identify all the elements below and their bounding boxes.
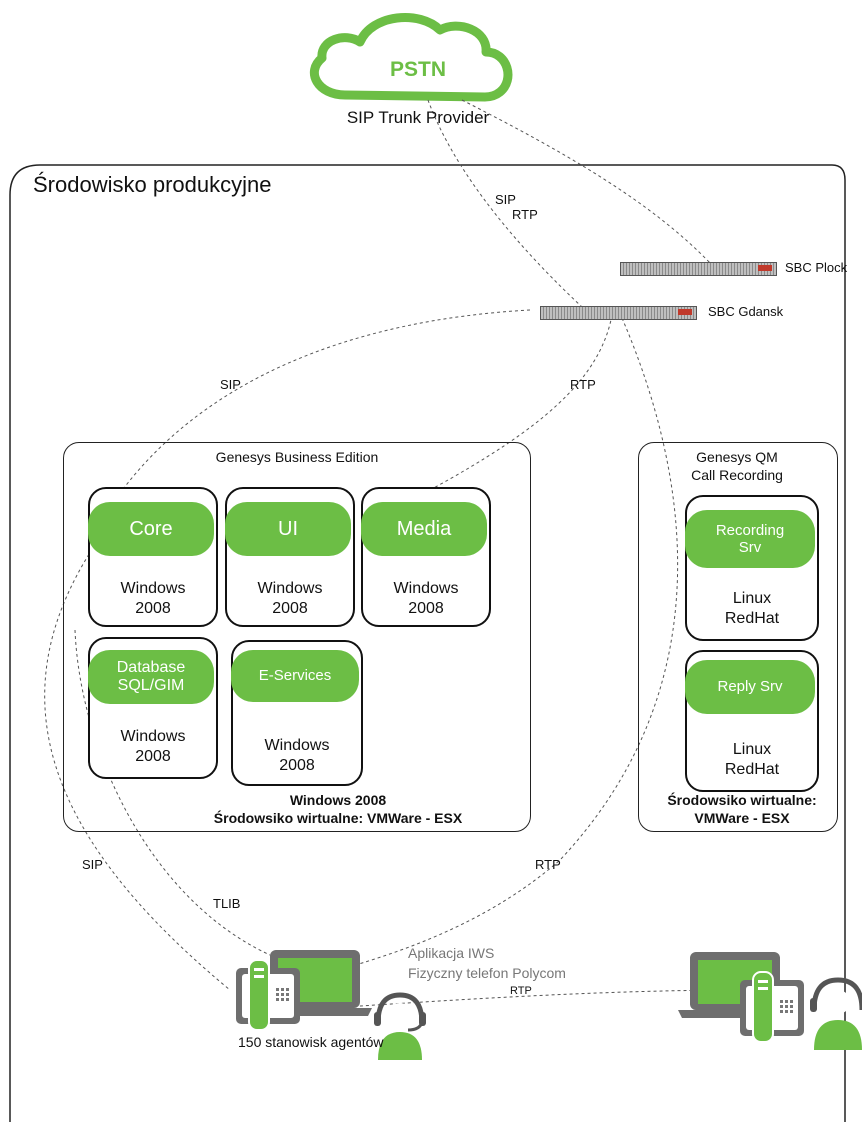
genesys-be-footer: Środowsiko wirtualne: VMWare - ESX xyxy=(213,810,463,826)
agent-headset-icon-2 xyxy=(810,977,862,1050)
genesys-qm-footer: Środowsiko wirtualne: xyxy=(667,792,817,808)
sbc-plock-device xyxy=(620,262,777,276)
link-rtp-agents xyxy=(299,989,746,1011)
link-pstn-plock xyxy=(461,99,713,266)
link-label-sip: SIP xyxy=(495,192,516,207)
agents-caption: 150 stanowisk agentów xyxy=(238,1034,384,1050)
link-label-rtp: RTP xyxy=(510,985,532,997)
agent-headset-icon xyxy=(374,992,426,1060)
ui-server-node: UI xyxy=(225,502,351,556)
desk-phone-icon-2 xyxy=(740,971,804,1043)
link-label-sip: SIP xyxy=(220,377,241,392)
pstn-label: PSTN xyxy=(389,58,447,81)
link-label-sip: SIP xyxy=(82,857,103,872)
link-gdansk-core-sip xyxy=(114,309,531,501)
link-label-tlib: TLIB xyxy=(213,896,241,911)
laptop-icon xyxy=(258,950,372,1016)
agent-phone-label: Fizyczny telefon Polycom xyxy=(408,965,566,981)
environment-border xyxy=(9,164,846,1122)
e-services-server-node: E-Services xyxy=(231,650,359,702)
link-sip-phone xyxy=(44,509,231,991)
sip-trunk-provider-label: SIP Trunk Provider xyxy=(346,108,490,127)
link-tlib xyxy=(74,629,271,956)
genesys-qm-group xyxy=(638,442,838,832)
sbc-plock-label: SBC Plock xyxy=(785,260,848,275)
genesys-qm-title: Call Recording xyxy=(691,467,783,483)
genesys-business-edition-group xyxy=(63,442,531,832)
agent-app-label: Aplikacja IWS xyxy=(408,945,495,961)
genesys-business-edition-title: Genesys Business Edition xyxy=(215,449,379,465)
link-gdansk-phone-rtp xyxy=(299,317,679,981)
desk-phone-icon xyxy=(236,959,300,1031)
cloud-icon xyxy=(309,13,513,102)
core-server-node: Core xyxy=(88,502,214,556)
reply-server-node: Reply Srv xyxy=(685,660,815,714)
link-gdansk-media-rtp xyxy=(429,314,613,491)
link-pstn-gdansk xyxy=(427,99,583,308)
media-server-node: Media xyxy=(361,502,487,556)
genesys-qm-footer: VMWare - ESX xyxy=(694,810,790,826)
genesys-be-footer: Windows 2008 xyxy=(289,792,387,808)
environment-title: Środowisko produkcyjne xyxy=(33,172,272,197)
link-label-rtp: RTP xyxy=(570,377,596,392)
link-label-rtp: RTP xyxy=(512,207,538,222)
genesys-qm-title: Genesys QM xyxy=(696,449,778,465)
sbc-gdansk-label: SBC Gdansk xyxy=(708,304,784,319)
link-label-rtp: RTP xyxy=(535,857,561,872)
sbc-gdansk-device xyxy=(540,306,697,320)
